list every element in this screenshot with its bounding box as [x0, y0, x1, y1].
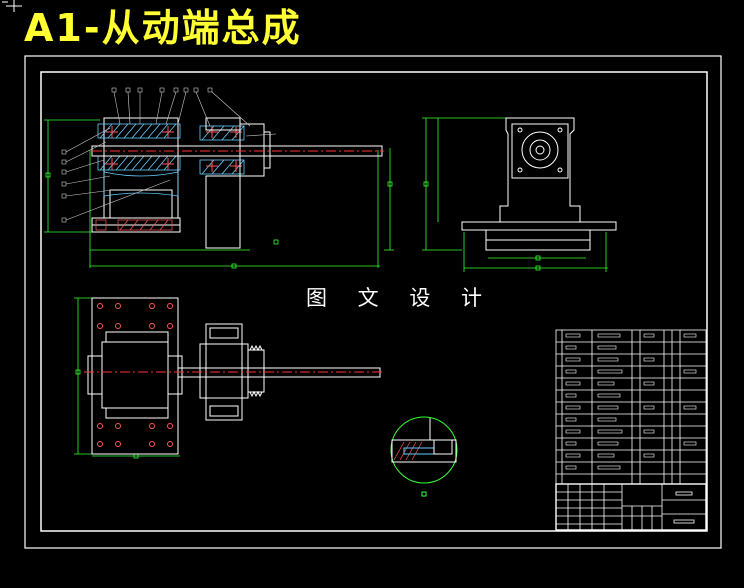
detail-view[interactable]: [390, 416, 458, 497]
sheet-border-inner: [40, 71, 708, 532]
side-view[interactable]: [422, 117, 617, 272]
plan-view-dimensions: [74, 297, 180, 459]
parts-list-table[interactable]: [555, 329, 707, 485]
drawing-title: A1-从动端总成: [24, 6, 302, 50]
front-view-dimensions: [44, 119, 394, 269]
title-block[interactable]: [555, 483, 707, 531]
sheet-border-outer: [24, 55, 722, 549]
callout-leaders: [61, 87, 277, 223]
front-view[interactable]: [44, 87, 394, 269]
plan-view[interactable]: [74, 297, 382, 459]
ucs-marker-icon: [2, 0, 22, 12]
side-view-dimensions: [422, 117, 608, 272]
watermark-caption: 图 文 设 计: [306, 286, 495, 310]
